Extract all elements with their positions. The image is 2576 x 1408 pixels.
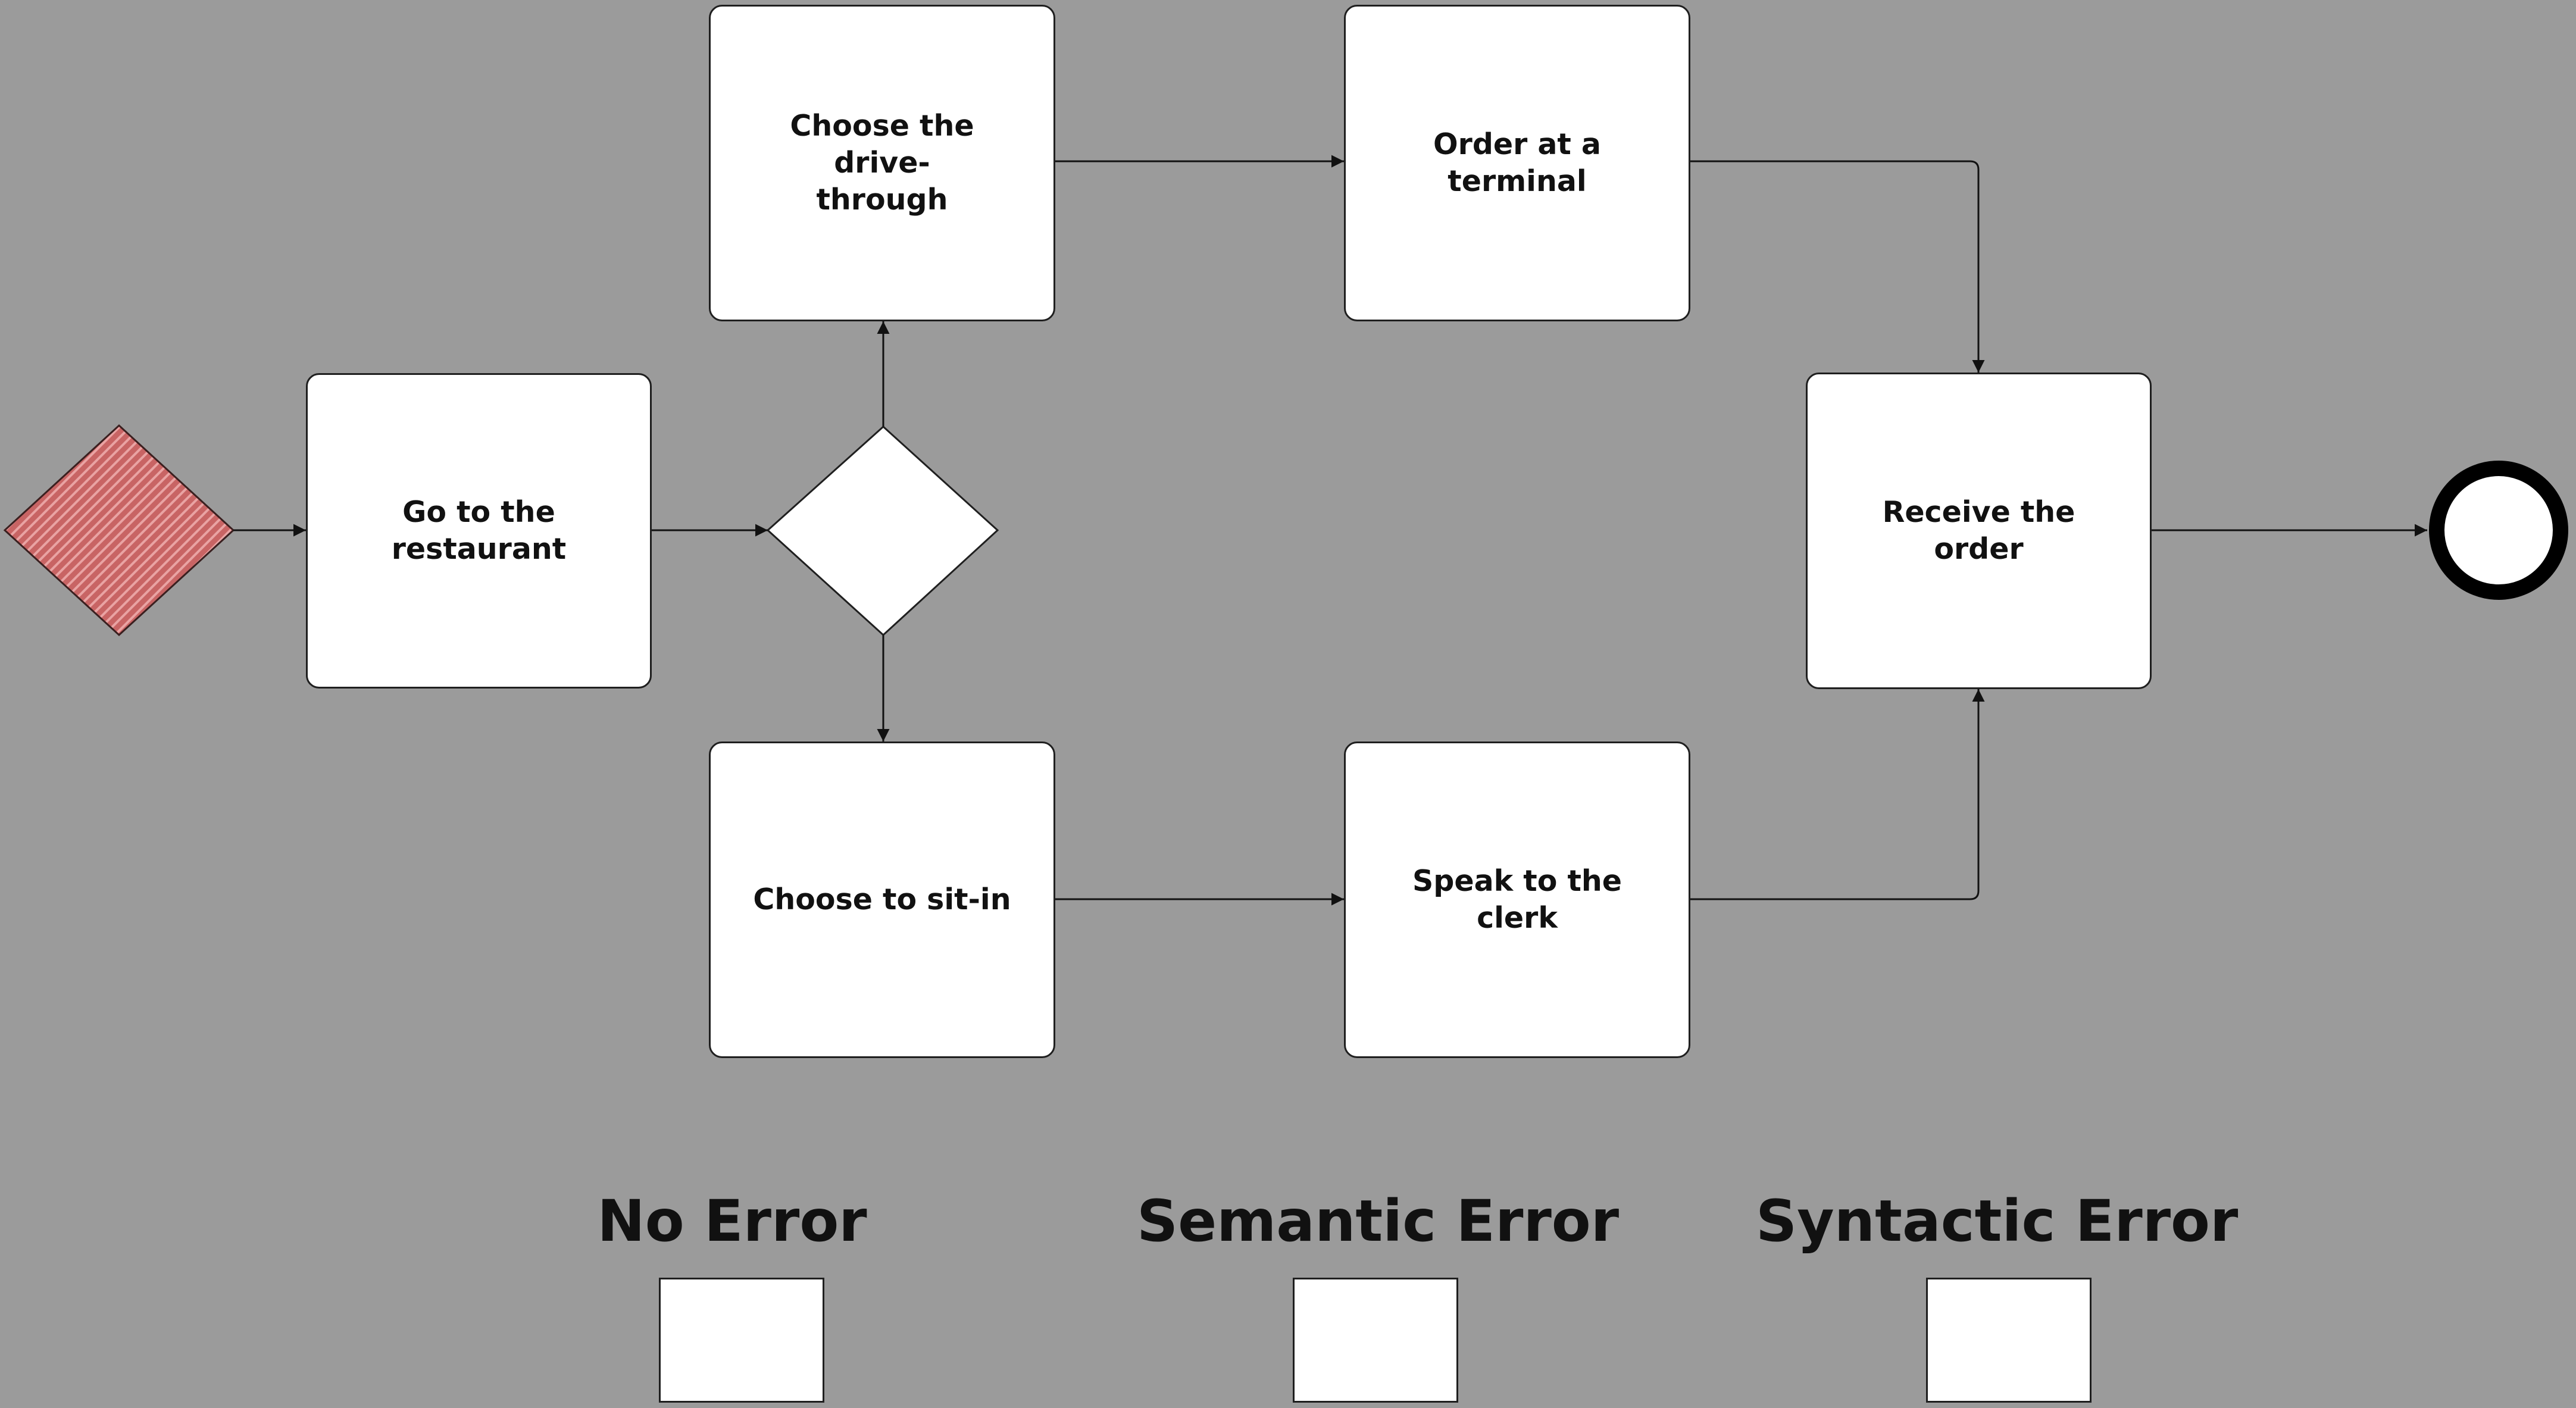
end-event (2429, 461, 2568, 600)
option-syntactic-error-checkbox[interactable] (1926, 1278, 2092, 1403)
task-label: Choose to sit-in (753, 883, 1011, 916)
task-label: Choose the drive-through (790, 109, 974, 217)
task-label: Speak to the clerk (1412, 864, 1622, 935)
edge-clerk-to-receive (1690, 689, 1985, 900)
task-order-terminal: Order at a terminal (1344, 5, 1690, 321)
option-no-error-checkbox[interactable] (659, 1278, 824, 1403)
task-drive-through: Choose the drive-through (709, 5, 1055, 321)
option-semantic-error-checkbox[interactable] (1293, 1278, 1458, 1403)
task-receive-order: Receive the order (1806, 373, 2152, 689)
task-label: Order at a terminal (1433, 127, 1601, 198)
task-sit-in: Choose to sit-in (709, 741, 1055, 1058)
task-label: Receive the order (1882, 495, 2075, 566)
option-no-error-label: No Error (597, 1188, 867, 1254)
task-go-to-restaurant: Go to the restaurant (306, 373, 652, 689)
option-semantic-error-label: Semantic Error (1137, 1188, 1620, 1254)
option-syntactic-error-label: Syntactic Error (1756, 1188, 2239, 1254)
start-event (3, 424, 235, 637)
task-speak-clerk: Speak to the clerk (1344, 741, 1690, 1058)
task-label: Go to the restaurant (391, 495, 567, 566)
edge-order-to-receive (1690, 160, 1985, 373)
gateway-diamond (766, 425, 999, 637)
